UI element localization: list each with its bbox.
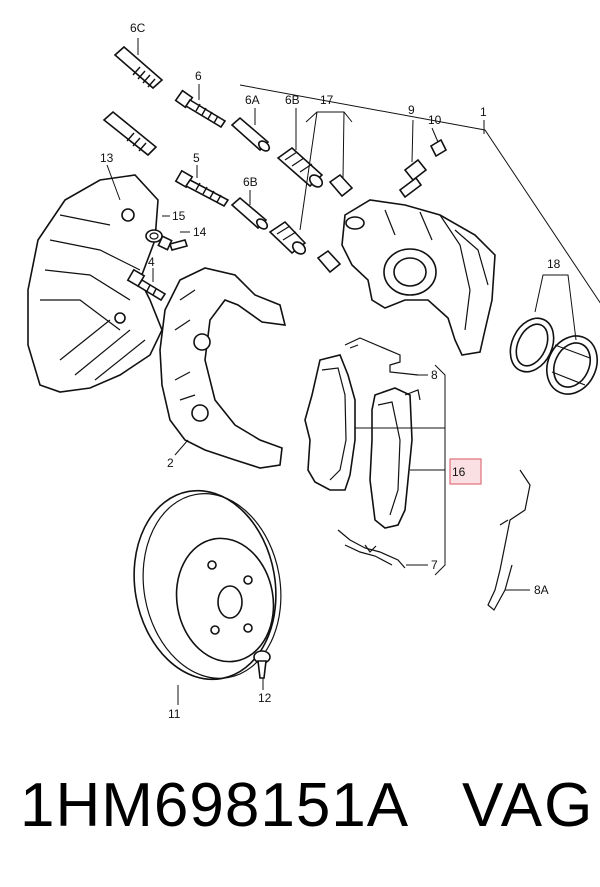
callout-6b-mid: 6B: [243, 175, 258, 189]
leader-17-b: [342, 111, 345, 179]
brake-caliper-1[interactable]: [341, 199, 496, 356]
nut-15[interactable]: [145, 229, 163, 243]
bolt-4[interactable]: [126, 268, 167, 302]
callout-5: 5: [193, 151, 200, 165]
callout-9: 9: [408, 103, 415, 117]
callout-15: 15: [172, 209, 186, 223]
leader-2: [174, 439, 189, 456]
brake-pad-set-16[interactable]: [304, 354, 421, 529]
bolt-5[interactable]: [174, 169, 230, 208]
disc-screw-12[interactable]: [253, 650, 271, 679]
callout-4: 4: [148, 255, 155, 269]
callout-10: 10: [428, 113, 442, 127]
callout-16[interactable]: 16: [452, 465, 466, 479]
bleeder-screw-9[interactable]: [398, 119, 428, 199]
leader-1: [239, 84, 600, 304]
callout-8a: 8A: [534, 583, 549, 597]
sleeve-6b-mid[interactable]: [230, 196, 269, 231]
callout-6a: 6A: [245, 93, 260, 107]
leader-17-a: [299, 111, 318, 231]
sleeve-6a[interactable]: [230, 116, 271, 153]
anti-rattle-spring-8[interactable]: [344, 337, 419, 376]
callout-14: 14: [193, 225, 207, 239]
splash-shield-13[interactable]: [27, 174, 163, 393]
brake-disc-11[interactable]: [120, 479, 296, 690]
callout-13: 13: [100, 151, 114, 165]
guide-boot-6b-upper[interactable]: [276, 146, 325, 189]
part-number: 1HM698151A: [20, 771, 410, 840]
callout-6: 6: [195, 69, 202, 83]
spring-clip-7[interactable]: [337, 529, 406, 569]
callout-6c: 6C: [130, 21, 146, 35]
callout-17: 17: [320, 93, 334, 107]
guide-bolt-6c[interactable]: [113, 45, 164, 90]
callout-8: 8: [431, 368, 438, 382]
bolt-14[interactable]: [157, 235, 189, 251]
guide-bolt-secondary[interactable]: [102, 110, 158, 157]
caliper-carrier-2[interactable]: [159, 267, 287, 469]
callout-16-highlight: [449, 458, 482, 485]
guide-boot-6b-lower[interactable]: [268, 220, 308, 256]
leader-17: [305, 111, 353, 123]
callout-2: 2: [167, 456, 174, 470]
bolt-6[interactable]: [174, 89, 227, 129]
leader-13: [106, 164, 121, 201]
footer-caption: 1HM698151A VAG: [0, 770, 600, 870]
wire-spring-8a[interactable]: [487, 469, 531, 611]
callout-7: 7: [431, 558, 438, 572]
bleeder-cap-10[interactable]: [429, 127, 448, 158]
leader-18: [534, 274, 577, 341]
callout-1: 1: [480, 105, 487, 119]
callout-18: 18: [547, 257, 561, 271]
brand-name: VAG: [462, 771, 595, 840]
cap-17[interactable]: [316, 173, 354, 274]
callout-12: 12: [258, 691, 272, 705]
piston-seal-18[interactable]: [502, 311, 600, 402]
leader-16-bracket: [434, 364, 446, 576]
callout-6b-top: 6B: [285, 93, 300, 107]
callout-11: 11: [168, 707, 181, 721]
